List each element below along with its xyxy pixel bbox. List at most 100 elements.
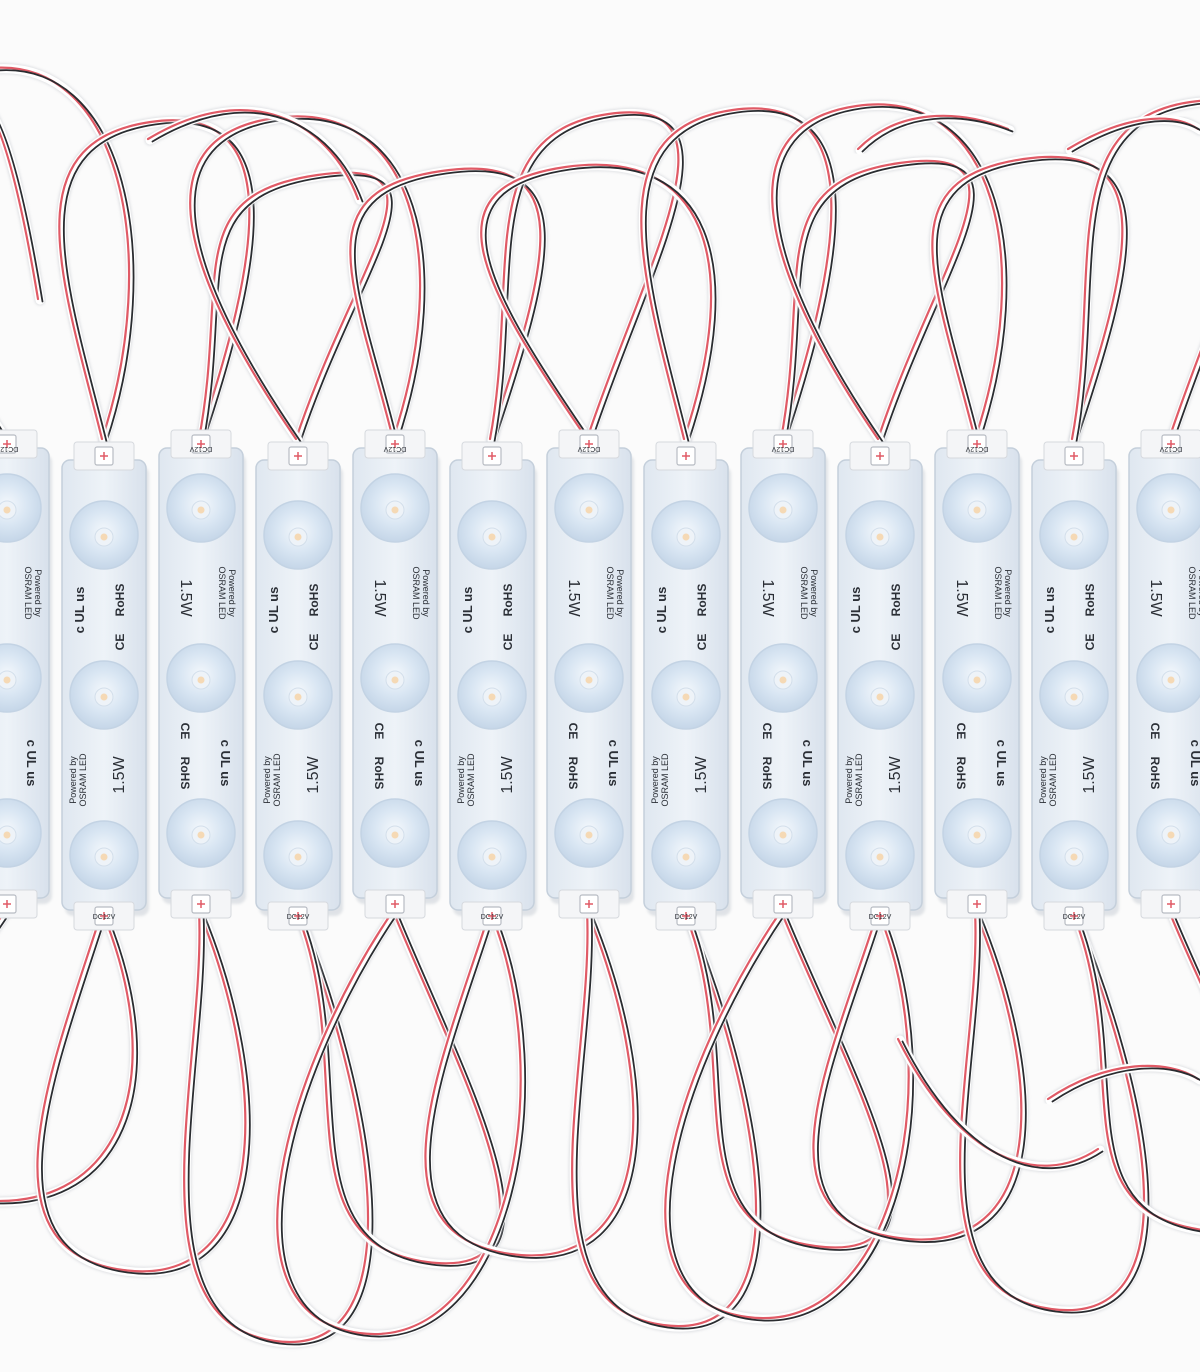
voltage-tag: DC12V (189, 445, 212, 452)
voltage-tag: DC12V (869, 914, 892, 921)
brand-line1: Powered by (1038, 756, 1048, 804)
top-wire-9 (768, 99, 1010, 446)
rohs-mark: RoHS (113, 584, 127, 617)
power-label: 1.5W (371, 579, 388, 617)
top-wire-4 (346, 164, 548, 446)
ul-mark: c UL us (460, 587, 475, 634)
ce-mark: CE (178, 723, 192, 740)
lens-0 (0, 473, 42, 543)
power-label: 1.5W (565, 579, 582, 617)
brand-line2: OSRAM LED (217, 566, 227, 620)
power-label: 1.5W (305, 755, 322, 793)
brand-line2: OSRAM LED (799, 566, 809, 620)
bottom-connector (0, 889, 38, 919)
power-label: 1.5W (499, 755, 516, 793)
brand-line1: Powered by (650, 756, 660, 804)
ce-mark: CE (307, 634, 321, 651)
bottom-connector (267, 901, 329, 931)
bottom-connector (1043, 901, 1105, 931)
brand-line1: Powered by (844, 756, 854, 804)
top-connector (946, 429, 1008, 459)
rohs-mark: RoHS (954, 757, 968, 790)
top-connector (849, 441, 911, 471)
top-connector (0, 429, 38, 459)
bottom-wire-4 (273, 906, 529, 1341)
bottom-wire-11 (1068, 906, 1200, 1236)
rohs-mark: RoHS (1148, 757, 1162, 790)
brand-line1: Powered by (615, 569, 625, 617)
top-wire-1 (55, 115, 257, 446)
power-label: 1.5W (1147, 579, 1164, 617)
brand-line1: Powered by (227, 569, 237, 617)
brand-line2: OSRAM LED (1187, 566, 1197, 620)
top-wire-12 (0, 116, 46, 306)
bottom-wire-7 (680, 906, 896, 1254)
rohs-mark: RoHS (889, 584, 903, 617)
ce-mark: CE (1083, 634, 1097, 651)
rohs-mark: RoHS (178, 757, 192, 790)
rohs-mark: RoHS (307, 584, 321, 617)
bottom-connector (655, 901, 717, 931)
power-label: 1.5W (177, 579, 194, 617)
voltage-tag: DC12V (93, 914, 116, 921)
bottom-wire-9 (810, 906, 1029, 1247)
ul-mark: c UL us (654, 587, 669, 634)
ul-mark: c UL us (72, 587, 87, 634)
bottom-wire-3 (292, 906, 508, 1270)
ce-mark: CE (113, 634, 127, 651)
ul-mark: c UL us (1042, 587, 1057, 634)
bottom-connector (73, 901, 135, 931)
ce-mark: CE (695, 634, 709, 651)
voltage-tag: DC12V (287, 914, 310, 921)
top-wire-10 (928, 152, 1130, 446)
ce-mark: CE (760, 723, 774, 740)
brand-line1: Powered by (1197, 569, 1200, 617)
bottom-wire-2 (180, 906, 376, 1349)
rohs-mark: RoHS (1083, 584, 1097, 617)
top-wire-6 (477, 160, 719, 446)
bottom-wire-13 (1044, 1061, 1200, 1106)
voltage-tag: DC12V (965, 445, 988, 452)
top-wire-13 (144, 105, 366, 206)
lens-2 (0, 798, 42, 868)
top-wire-0 (0, 63, 137, 446)
ce-mark: CE (372, 723, 386, 740)
power-label: 1.5W (1081, 755, 1098, 793)
voltage-tag: DC12V (771, 445, 794, 452)
ul-mark: c UL us (848, 587, 863, 634)
top-connector (73, 441, 135, 471)
ce-mark: CE (501, 634, 515, 651)
bottom-wire-12 (894, 1034, 1106, 1173)
brand-line2: OSRAM LED (272, 753, 282, 807)
ce-mark: CE (889, 634, 903, 651)
brand-line1: Powered by (262, 756, 272, 804)
voltage-tag: DC12V (577, 445, 600, 452)
brand-line1: Powered by (456, 756, 466, 804)
bottom-connector (558, 889, 620, 919)
voltage-tag: DC12V (481, 914, 504, 921)
top-connector (655, 441, 717, 471)
ce-mark: CE (1148, 723, 1162, 740)
ul-mark: c UL us (218, 740, 233, 787)
brand-line1: Powered by (68, 756, 78, 804)
brand-line2: OSRAM LED (23, 566, 33, 620)
rohs-mark: RoHS (566, 757, 580, 790)
top-connector (461, 441, 523, 471)
ul-mark: c UL us (994, 740, 1009, 787)
power-label: 1.5W (887, 755, 904, 793)
power-label: 1.5W (759, 579, 776, 617)
bottom-connector (461, 901, 523, 931)
voltage-tag: DC12V (675, 914, 698, 921)
brand-line1: Powered by (33, 569, 43, 617)
top-wire-15 (1064, 114, 1200, 156)
